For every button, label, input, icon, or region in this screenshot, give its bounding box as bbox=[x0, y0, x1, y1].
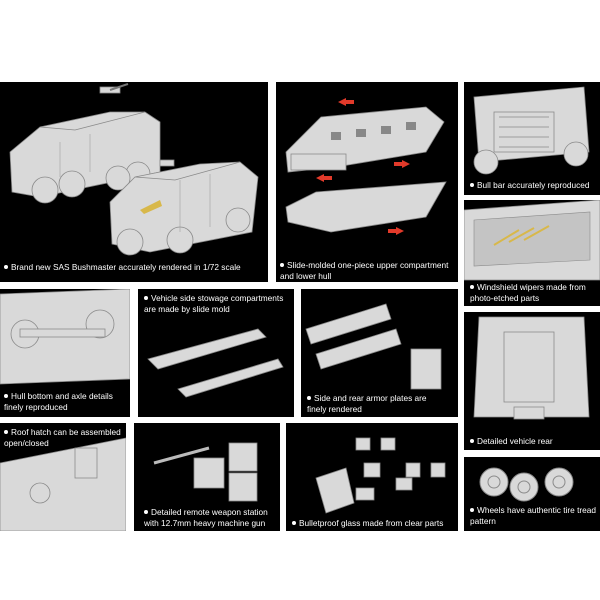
caption-rear: Detailed vehicle rear bbox=[470, 436, 553, 447]
caption-armor: Side and rear armor plates are finely re… bbox=[307, 393, 427, 415]
caption-text: Detailed vehicle rear bbox=[477, 436, 553, 446]
caption-text: Windshield wipers made from photo-etched… bbox=[470, 282, 586, 303]
caption-bushmaster: Brand new SAS Bushmaster accurately rend… bbox=[4, 262, 241, 273]
bullet-icon bbox=[470, 284, 474, 289]
bullet-icon bbox=[292, 520, 296, 525]
caption-text: Bulletproof glass made from clear parts bbox=[299, 518, 444, 528]
bullbar-image bbox=[473, 86, 590, 175]
caption-text: Side and rear armor plates are finely re… bbox=[307, 393, 427, 414]
panel-bushmaster: Brand new SAS Bushmaster accurately rend… bbox=[0, 82, 268, 282]
caption-glass: Bulletproof glass made from clear parts bbox=[292, 518, 443, 529]
caption-text: Bull bar accurately reproduced bbox=[477, 180, 590, 190]
caption-hull: Slide-molded one-piece upper compartment… bbox=[280, 260, 448, 282]
caption-axle: Hull bottom and axle details finely repr… bbox=[4, 391, 113, 413]
panel-hatch: Roof hatch can be assembled open/closed bbox=[0, 423, 126, 531]
bullet-icon bbox=[144, 509, 148, 514]
bullet-icon bbox=[4, 429, 8, 434]
caption-stowage: Vehicle side stowage compartments are ma… bbox=[144, 293, 283, 315]
panel-bullbar: Bull bar accurately reproduced bbox=[464, 82, 600, 195]
stowage-parts-image bbox=[147, 328, 284, 398]
caption-wipers: Windshield wipers made from photo-etched… bbox=[470, 282, 586, 304]
panel-wheels: Wheels have authentic tire tread pattern bbox=[464, 457, 600, 531]
panel-rear: Detailed vehicle rear bbox=[464, 312, 600, 450]
armor-plates-image bbox=[305, 303, 442, 390]
panel-glass: Bulletproof glass made from clear parts bbox=[286, 423, 458, 531]
arrow-icon bbox=[316, 98, 410, 235]
caption-bullbar: Bull bar accurately reproduced bbox=[470, 180, 590, 191]
caption-text: Wheels have authentic tire tread pattern bbox=[470, 505, 596, 526]
bullet-icon bbox=[4, 393, 8, 398]
panel-stowage: Vehicle side stowage compartments are ma… bbox=[138, 289, 294, 417]
hull-parts-image bbox=[285, 98, 447, 235]
caption-hatch: Roof hatch can be assembled open/closed bbox=[4, 427, 121, 449]
caption-text: Detailed remote weapon station with 12.7… bbox=[144, 507, 268, 528]
panel-weapon: Detailed remote weapon station with 12.7… bbox=[134, 423, 280, 531]
wipers-image bbox=[464, 200, 600, 281]
weapon-station-image bbox=[153, 442, 258, 502]
caption-weapon: Detailed remote weapon station with 12.7… bbox=[144, 507, 268, 529]
clear-parts-image bbox=[315, 437, 446, 514]
bullet-icon bbox=[470, 507, 474, 512]
roof-hatch-image bbox=[0, 437, 126, 531]
caption-text: Brand new SAS Bushmaster accurately rend… bbox=[11, 262, 241, 272]
bushmaster-vehicles-image bbox=[9, 83, 259, 256]
panel-axle: Hull bottom and axle details finely repr… bbox=[0, 289, 130, 417]
caption-text: Slide-molded one-piece upper compartment… bbox=[280, 260, 449, 281]
bullet-icon bbox=[280, 262, 284, 267]
panel-hull: Slide-molded one-piece upper compartment… bbox=[276, 82, 458, 282]
panel-wipers: Windshield wipers made from photo-etched… bbox=[464, 200, 600, 306]
bullet-icon bbox=[470, 438, 474, 443]
panel-armor: Side and rear armor plates are finely re… bbox=[301, 289, 458, 417]
caption-text: Hull bottom and axle details finely repr… bbox=[4, 391, 113, 412]
caption-text: Vehicle side stowage compartments are ma… bbox=[144, 293, 284, 314]
bullet-icon bbox=[4, 264, 8, 269]
wheels-image bbox=[479, 467, 574, 502]
bullet-icon bbox=[144, 295, 148, 300]
caption-text: Roof hatch can be assembled open/closed bbox=[4, 427, 121, 448]
bullet-icon bbox=[307, 395, 311, 400]
caption-wheels: Wheels have authentic tire tread pattern bbox=[470, 505, 596, 527]
axle-image bbox=[0, 289, 130, 385]
vehicle-rear-image bbox=[473, 316, 590, 420]
bullet-icon bbox=[470, 182, 474, 187]
